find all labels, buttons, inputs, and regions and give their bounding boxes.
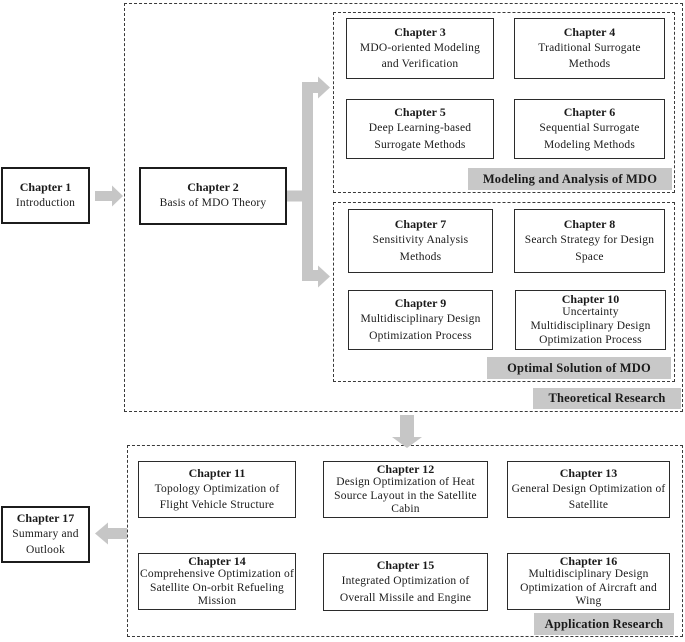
chapter-10-box: Chapter 10 Uncertainty Multidisciplinary… <box>515 290 666 350</box>
theoretical-research-frame <box>124 3 683 412</box>
chapter-13-title: Chapter 13 <box>559 465 618 480</box>
chapter-15-body: Integrated Optimization of Overall Missi… <box>339 575 472 604</box>
chapter-17-title: Chapter 17 <box>16 510 75 525</box>
chapter-5-body: Deep Learning-based Surrogate Methods <box>368 122 472 151</box>
arrow-right-ch1-ch2-icon <box>95 185 123 207</box>
modeling-analysis-frame <box>333 12 675 193</box>
chapter-16-box: Chapter 16 Multidisciplinary Design Opti… <box>507 553 670 610</box>
chapter-1-body: Introduction <box>15 196 76 209</box>
arrow-down-theoretical-application-icon <box>392 415 422 448</box>
chapter-7-body: Sensitivity Analysis Methods <box>372 234 469 263</box>
chapter-6-body: Sequential Surrogate Modeling Methods <box>539 122 640 151</box>
theoretical-research-label: Theoretical Research <box>533 388 681 409</box>
chapter-12-box: Chapter 12 Design Optimization of Heat S… <box>323 461 488 518</box>
chapter-8-title: Chapter 8 <box>563 217 616 231</box>
chapter-2-body: Basis of MDO Theory <box>159 197 267 210</box>
chapter-10-title: Chapter 10 <box>561 292 620 307</box>
chapter-3-box: Chapter 3 MDO-oriented Modeling and Veri… <box>346 18 494 79</box>
chapter-5-box: Chapter 5 Deep Learning-based Surrogate … <box>346 99 494 159</box>
arrow-left-application-ch17-icon <box>95 522 127 545</box>
chapter-8-body: Search Strategy for Design Space <box>524 234 655 263</box>
application-research-label-text: Application Research <box>544 616 664 631</box>
theoretical-research-label-text: Theoretical Research <box>548 391 666 405</box>
chapter-7-box: Chapter 7 Sensitivity Analysis Methods <box>348 209 493 273</box>
chapter-16-title: Chapter 16 <box>559 553 618 568</box>
chapter-1-title: Chapter 1 <box>19 179 72 194</box>
chapter-4-title: Chapter 4 <box>563 24 616 39</box>
chapter-2-box: Chapter 2 Basis of MDO Theory <box>139 167 287 225</box>
chapter-16-body: Multidisciplinary Design Optimization of… <box>520 567 657 608</box>
chapter-17-body: Summary and Outlook <box>12 527 79 557</box>
chapter-6-title: Chapter 6 <box>563 105 616 119</box>
chapter-12-title: Chapter 12 <box>376 461 435 476</box>
chapter-11-box: Chapter 11 Topology Optimization of Flig… <box>138 461 296 518</box>
chapter-9-body: Multidisciplinary Design Optimization Pr… <box>360 313 481 342</box>
chapter-13-box: Chapter 13 General Design Optimization o… <box>507 461 670 518</box>
chapter-14-title: Chapter 14 <box>188 553 246 568</box>
chapter-11-body: Topology Optimization of Flight Vehicle … <box>154 482 280 512</box>
optimal-solution-label-text: Optimal Solution of MDO <box>507 360 651 375</box>
chapter-5-title: Chapter 5 <box>394 105 446 119</box>
optimal-solution-label: Optimal Solution of MDO <box>487 357 671 379</box>
chapter-3-body: MDO-oriented Modeling and Verification <box>359 41 481 71</box>
chapter-13-body: General Design Optimization of Satellite <box>511 482 666 512</box>
chapter-15-box: Chapter 15 Integrated Optimization of Ov… <box>323 553 488 611</box>
chapter-6-box: Chapter 6 Sequential Surrogate Modeling … <box>514 99 665 159</box>
chapter-14-body: Comprehensive Optimization of Satellite … <box>140 567 294 608</box>
modeling-analysis-label: Modeling and Analysis of MDO <box>468 168 672 190</box>
chapter-4-body: Traditional Surrogate Methods <box>538 41 641 71</box>
chapter-17-box: Chapter 17 Summary and Outlook <box>1 506 90 563</box>
chapter-10-body: Uncertainty Multidisciplinary Design Opt… <box>530 306 651 346</box>
optimal-solution-frame <box>333 202 675 382</box>
chapter-1-box: Chapter 1 Introduction <box>1 167 90 224</box>
chapter-8-box: Chapter 8 Search Strategy for Design Spa… <box>514 209 665 273</box>
chapter-14-box: Chapter 14 Comprehensive Optimization of… <box>138 553 296 610</box>
chapter-4-box: Chapter 4 Traditional Surrogate Methods <box>514 18 665 79</box>
chapter-11-title: Chapter 11 <box>188 465 246 480</box>
modeling-analysis-label-text: Modeling and Analysis of MDO <box>482 171 658 186</box>
chapter-12-body: Design Optimization of Heat Source Layou… <box>334 475 477 516</box>
chapter-15-title: Chapter 15 <box>376 558 435 572</box>
chapter-2-title: Chapter 2 <box>187 180 239 195</box>
chapter-9-box: Chapter 9 Multidisciplinary Design Optim… <box>348 290 493 350</box>
chapter-3-title: Chapter 3 <box>394 24 446 39</box>
chapter-7-title: Chapter 7 <box>394 217 447 231</box>
application-research-label: Application Research <box>534 613 674 635</box>
chapter-9-title: Chapter 9 <box>394 296 447 310</box>
